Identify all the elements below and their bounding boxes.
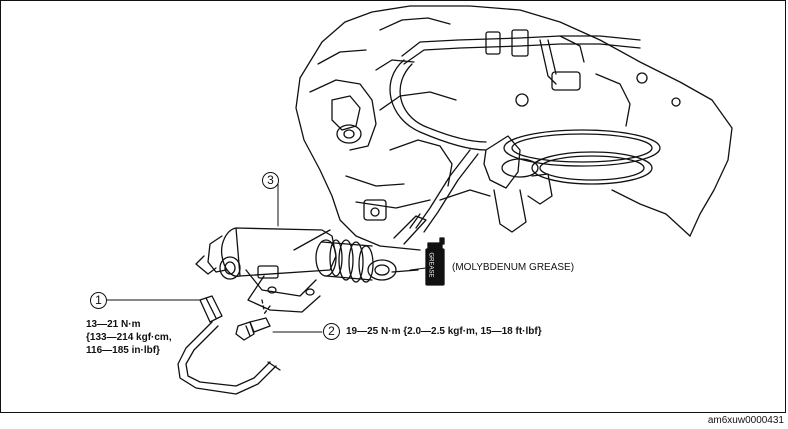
clutch-release-cylinder — [195, 213, 427, 313]
transmission-housing — [295, 5, 733, 251]
clutch-pipe-fitting — [177, 295, 281, 395]
callout-1: 1 — [90, 292, 107, 309]
grease-label: (MOLYBDENUM GREASE) — [452, 262, 575, 273]
grease-can-icon — [425, 237, 445, 286]
torque-1-line1: 13—21 N·m — [86, 319, 141, 330]
callout-2: 2 — [323, 323, 340, 340]
torque-1-line3: 116—185 in·lbf} — [86, 345, 160, 356]
grease-can-label: GREASE — [427, 252, 434, 278]
torque-2: 19—25 N·m {2.0—2.5 kgf·m, 15—18 ft·lbf} — [346, 326, 542, 337]
torque-1-line2: {133—214 kgf·cm, — [86, 332, 172, 343]
leader-lines — [106, 181, 427, 333]
hydraulic-pipes — [389, 29, 661, 233]
mounting-bolt — [235, 299, 271, 341]
callout-3: 3 — [262, 172, 279, 189]
diagram-frame — [0, 0, 786, 413]
figure-code: am6xuw0000431 — [707, 415, 784, 426]
